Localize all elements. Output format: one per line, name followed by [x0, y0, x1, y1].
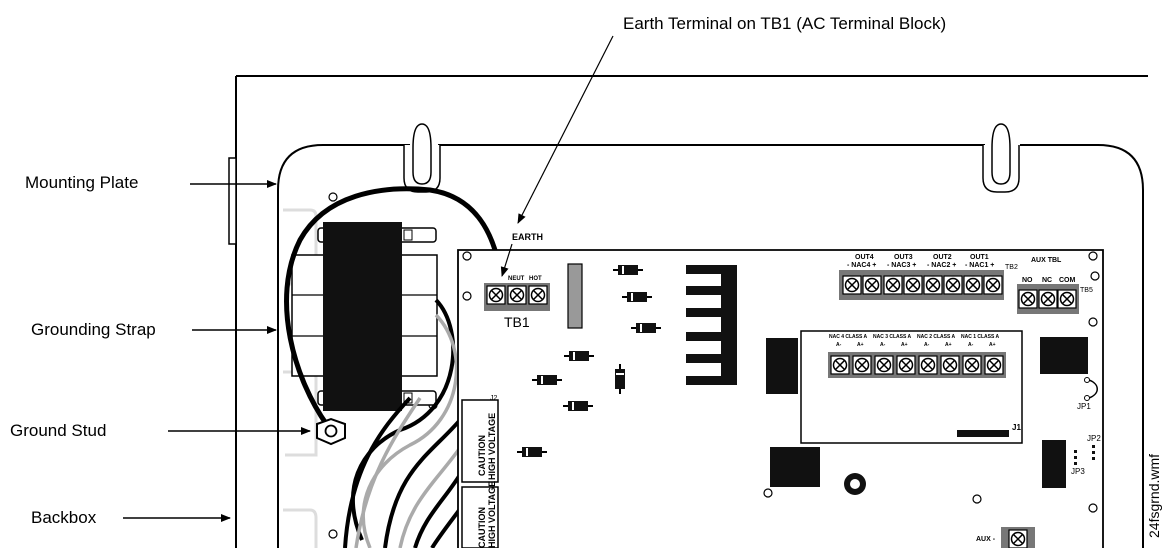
nac1-label: - NAC1 + — [965, 262, 994, 269]
neut-label: NEUT — [508, 276, 525, 282]
backbox-callout: Backbox — [31, 508, 97, 527]
jp2-label: JP2 — [1087, 434, 1101, 443]
file-name-label: 24fsgrnd.wmf — [1146, 453, 1162, 538]
out3-label: OUT3 — [894, 254, 913, 261]
mounting-plate-callout: Mounting Plate — [25, 173, 139, 192]
tb2-label: TB2 — [1005, 264, 1018, 271]
grounding-strap — [284, 186, 505, 427]
earth-pointer-arrow — [500, 243, 513, 277]
jp1-label: JP1 — [1077, 402, 1091, 411]
grounding-strap-callout: Grounding Strap — [31, 320, 156, 339]
main-board — [457, 249, 1104, 549]
aux-tbl-label: AUX TBL — [1031, 257, 1062, 264]
board-labels: EARTH NEUT HOT TB1 OUT4 OUT3 OUT2 OUT1 -… — [477, 232, 1101, 548]
com-label: COM — [1059, 277, 1076, 284]
earth-terminal-arrow — [517, 35, 614, 224]
wiring-harness — [343, 298, 465, 550]
a-minus-label: A- — [968, 342, 974, 348]
hot-label: HOT — [529, 276, 542, 282]
a-minus-label: A- — [836, 342, 842, 348]
out4-label: OUT4 — [855, 254, 874, 261]
high-voltage-label-1: HIGH VOLTAGE — [487, 413, 497, 480]
a-minus-label: A- — [924, 342, 930, 348]
caution-label-2: CAUTION — [477, 507, 487, 548]
nac3-class-a-label: NAC 3 CLASS A — [873, 334, 912, 340]
nac4-label: - NAC4 + — [847, 262, 876, 269]
a-plus-label: A+ — [857, 342, 864, 348]
caution-label-1: CAUTION — [477, 435, 487, 476]
jp3-label: JP3 — [1071, 467, 1085, 476]
nac4-class-a-label: NAC 4 CLASS A — [829, 334, 868, 340]
j2-label: J2 — [490, 395, 498, 402]
nac2-label: - NAC2 + — [927, 262, 956, 269]
a-plus-label: A+ — [945, 342, 952, 348]
aux-minus-label: AUX - — [976, 536, 996, 543]
ground-stud — [316, 417, 346, 446]
earth-terminal-callout: Earth Terminal on TB1 (AC Terminal Block… — [623, 14, 947, 33]
a-plus-label: A+ — [989, 342, 996, 348]
tb5-label: TB5 — [1080, 287, 1093, 294]
transformer — [291, 222, 438, 411]
a-plus-label: A+ — [901, 342, 908, 348]
tb1-label: TB1 — [504, 314, 530, 330]
no-label: NO — [1022, 277, 1033, 284]
nc-label: NC — [1042, 277, 1052, 284]
nac1-class-a-label: NAC 1 CLASS A — [961, 334, 1000, 340]
j1-label: J1 — [1012, 423, 1021, 432]
callout-arrows — [123, 35, 614, 522]
out1-label: OUT1 — [970, 254, 989, 261]
high-voltage-label-2: HIGH VOLTAGE — [487, 481, 497, 548]
nac2-class-a-label: NAC 2 CLASS A — [917, 334, 956, 340]
earth-label: EARTH — [512, 232, 543, 242]
a-minus-label: A- — [880, 342, 886, 348]
out2-label: OUT2 — [933, 254, 952, 261]
nac3-label: - NAC3 + — [887, 262, 916, 269]
backbox — [228, 75, 1148, 548]
heatsink — [686, 265, 737, 385]
ground-stud-callout: Ground Stud — [10, 421, 107, 440]
